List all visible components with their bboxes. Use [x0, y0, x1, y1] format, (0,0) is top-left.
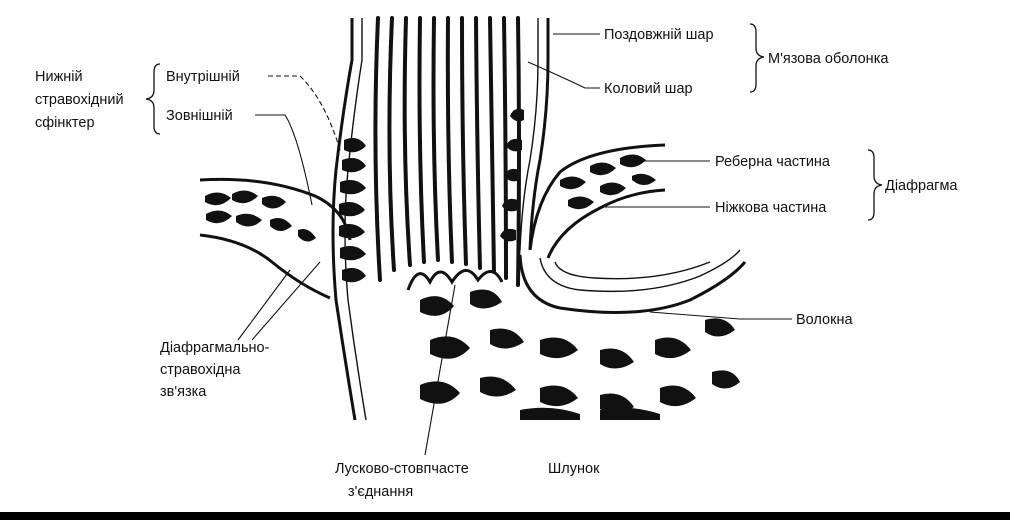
- label-muscular-coat: М'язова оболонка: [768, 51, 889, 67]
- mucosal-folds: [373, 16, 521, 287]
- bottom-border-bar: [0, 512, 1010, 520]
- label-lower-sphincter-3: сфінктер: [35, 115, 95, 131]
- label-lower-sphincter-2: стравохідний: [35, 92, 124, 108]
- leaders: [145, 23, 883, 456]
- label-circular-layer: Коловий шар: [604, 81, 693, 97]
- label-costal-part: Реберна частина: [715, 154, 831, 170]
- sphincter-muscle: [339, 108, 524, 283]
- label-ligament-1: Діафрагмально-: [160, 340, 270, 356]
- label-fibers: Волокна: [796, 312, 853, 328]
- label-diaphragm: Діафрагма: [885, 178, 958, 194]
- label-stomach: Шлунок: [548, 461, 600, 477]
- labels: Нижній стравохідний сфінктер Внутрішній …: [35, 27, 958, 500]
- diaphragm-right: [528, 143, 666, 259]
- diaphragm-left: [199, 177, 352, 300]
- label-longitudinal-layer: Поздовжній шар: [604, 27, 714, 43]
- label-outer: Зовнішній: [166, 108, 233, 124]
- gastric-mucosa: [420, 289, 740, 420]
- label-ligament-3: зв'язка: [160, 384, 207, 400]
- label-inner: Внутрішній: [166, 69, 240, 85]
- label-junction-2: з'єднання: [348, 484, 413, 500]
- anatomy-illustration: [199, 16, 747, 421]
- label-crural-part: Ніжкова частина: [715, 200, 827, 216]
- label-junction-1: Лусково-стовпчасте: [335, 461, 469, 477]
- label-lower-sphincter-1: Нижній: [35, 69, 83, 85]
- label-ligament-2: стравохідна: [160, 362, 241, 378]
